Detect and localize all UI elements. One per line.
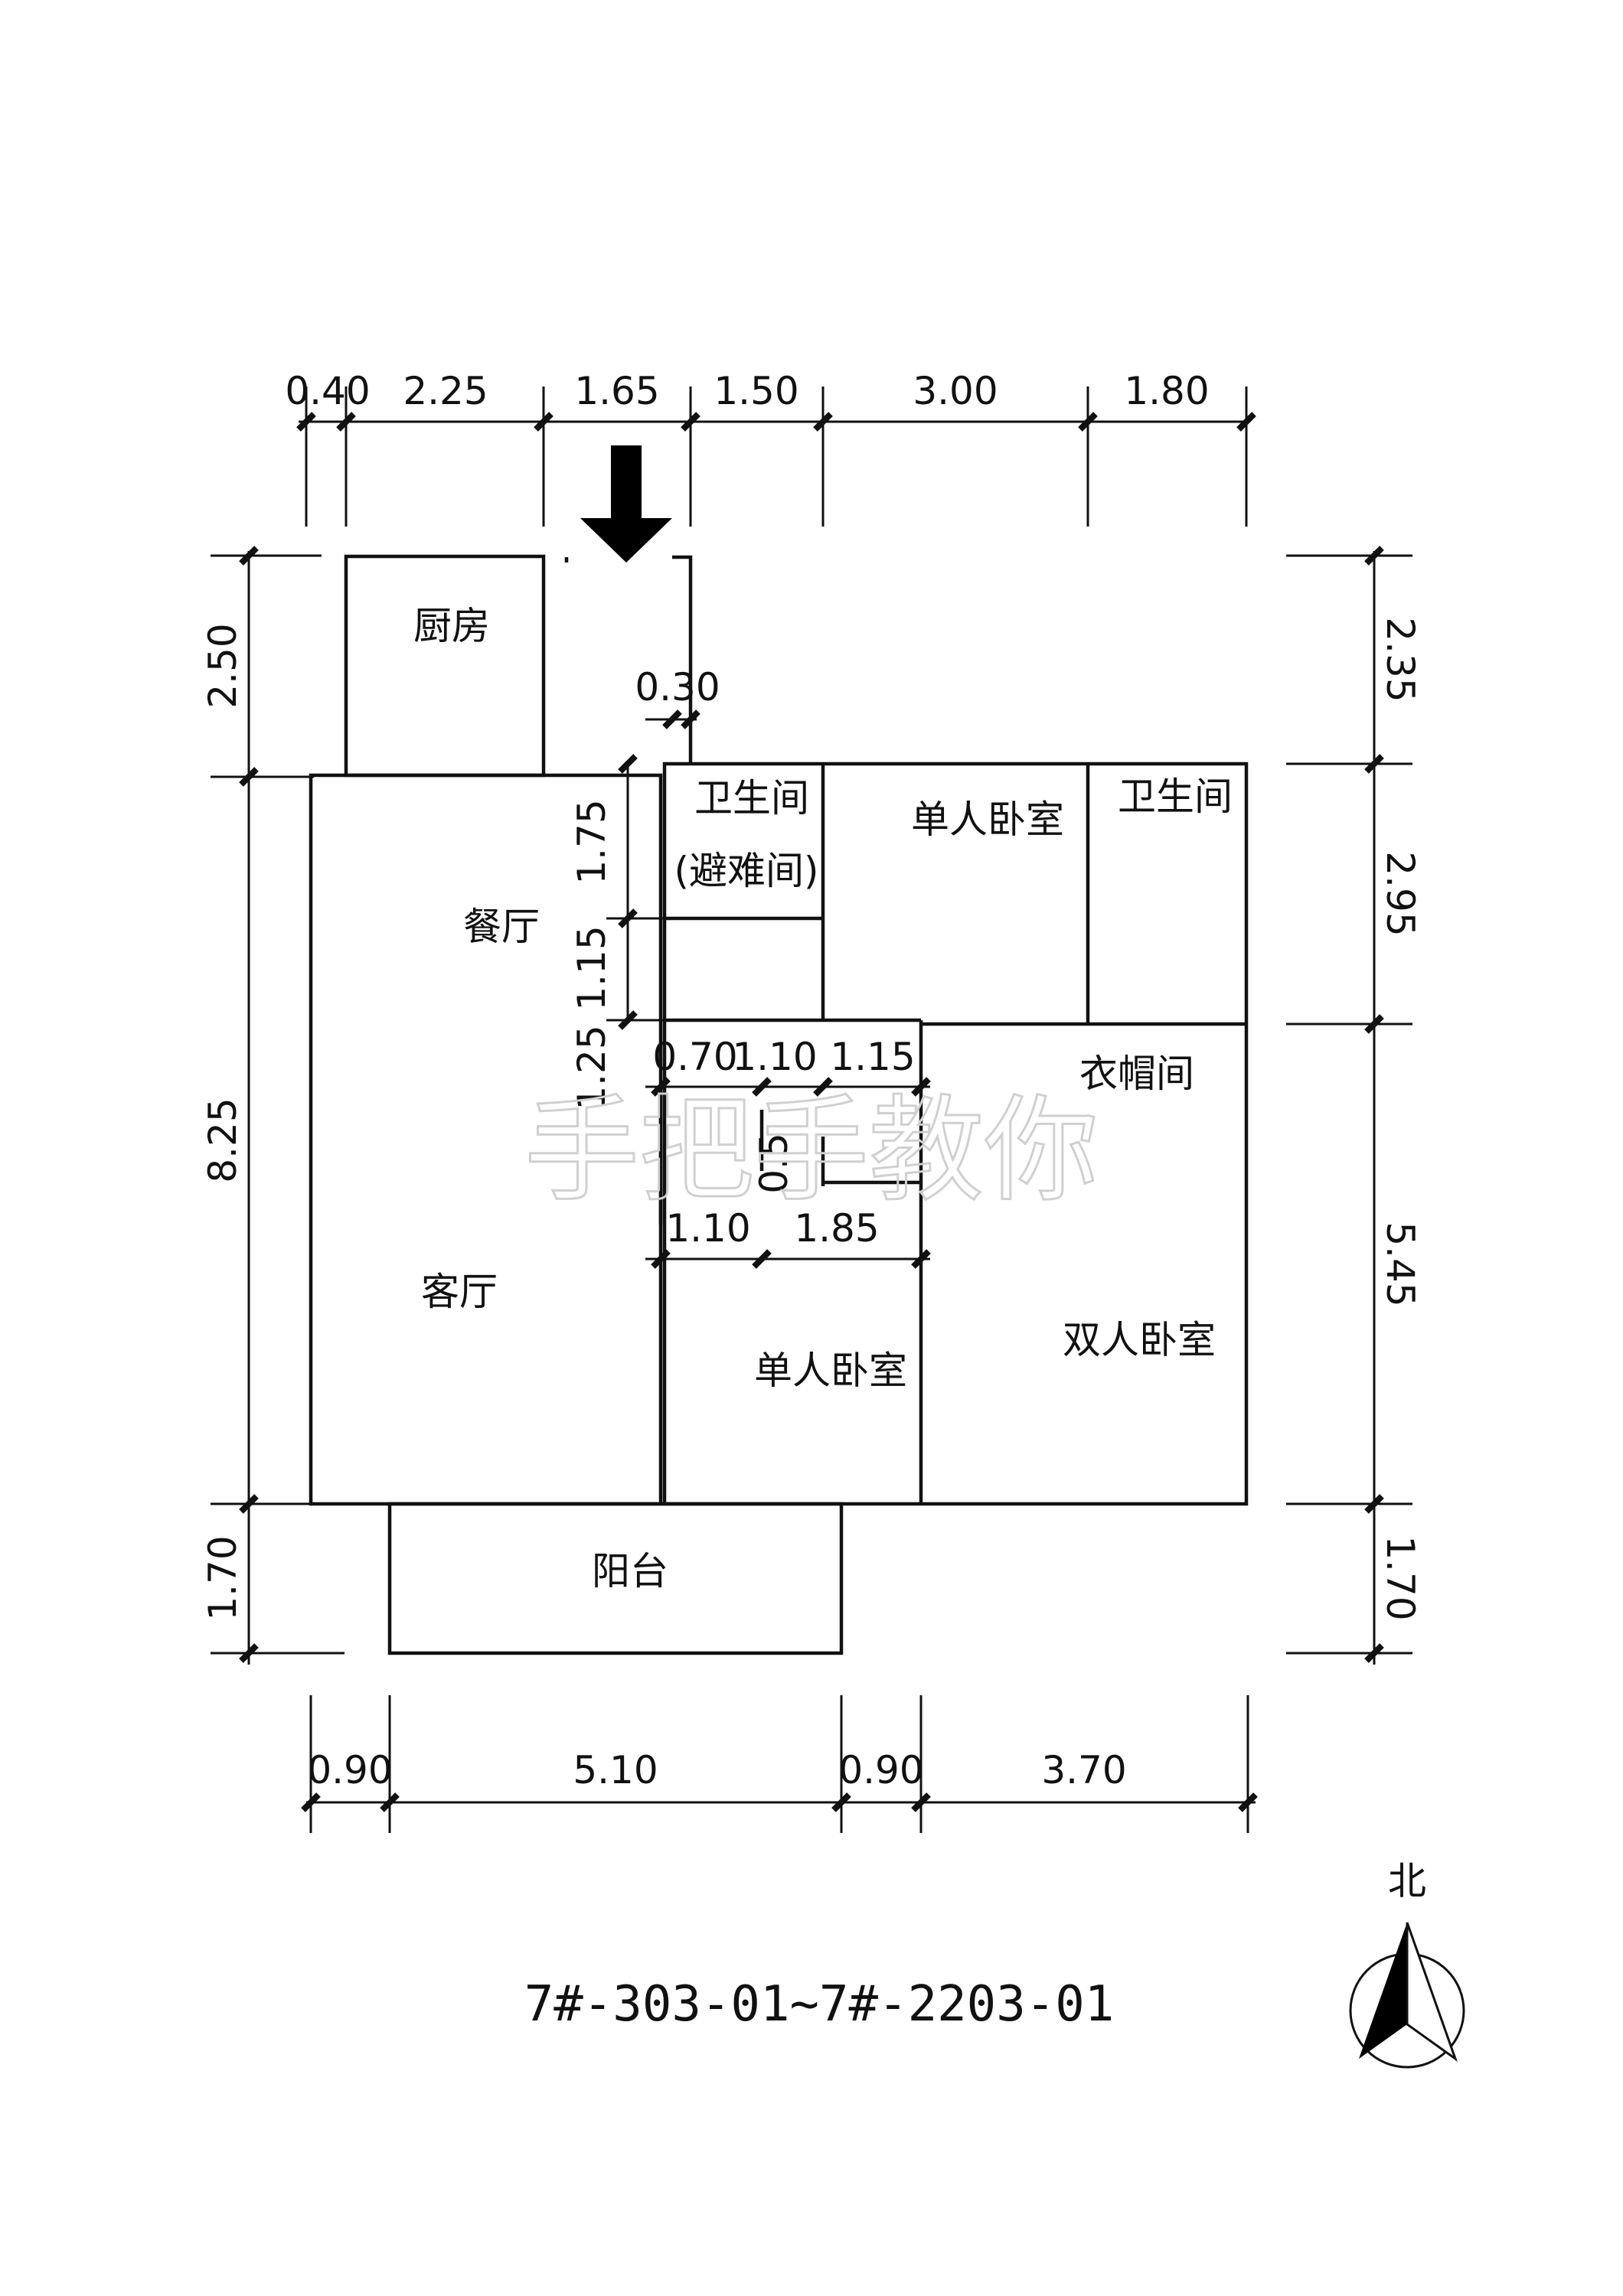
dimension-tick xyxy=(380,1792,400,1812)
plan-caption: 7#-303-01~7#-2203-01 xyxy=(524,1976,1115,2033)
dim-inner-115h: 1.15 xyxy=(830,1035,915,1079)
dimension-tick xyxy=(813,412,833,432)
dim-right-0: 2.35 xyxy=(1378,617,1422,702)
dimension-tick xyxy=(534,412,554,432)
room-living: 客厅 xyxy=(421,1270,498,1314)
dimension-tick xyxy=(1364,1494,1384,1514)
dimension-ticks xyxy=(239,412,1384,1812)
dim-entry-gap: 0.30 xyxy=(635,665,720,709)
room-single-bed-top: 单人卧室 xyxy=(911,797,1064,842)
north-label: 北 xyxy=(1388,1859,1426,1903)
dimension-tick xyxy=(239,1643,259,1663)
watermark: 手把手教你 xyxy=(524,1084,1099,1218)
dimension-tick xyxy=(1364,1014,1384,1034)
dimension-tick xyxy=(1236,412,1256,432)
dim-inner-115v: 1.15 xyxy=(570,925,614,1010)
dim-left-1: 8.25 xyxy=(201,1097,245,1182)
dimension-tick xyxy=(618,754,638,774)
dimension-tick xyxy=(681,412,700,432)
dimension-tick xyxy=(1238,1792,1258,1812)
room-bath1-note: (避难间) xyxy=(674,849,818,893)
dimension-lines xyxy=(211,386,1412,1833)
dim-inner-175: 1.75 xyxy=(570,799,614,884)
dimension-tick xyxy=(301,1792,321,1812)
dim-inner-110a: 1.10 xyxy=(732,1035,817,1079)
dimension-tick xyxy=(662,709,682,729)
room-bath1: 卫生间 xyxy=(694,776,809,820)
dim-bottom-0: 0.90 xyxy=(307,1748,392,1792)
room-kitchen: 厨房 xyxy=(413,604,490,648)
dimension-tick xyxy=(1078,412,1098,432)
dim-inner-110b: 1.10 xyxy=(665,1206,750,1251)
room-double-bed: 双人卧室 xyxy=(1063,1318,1216,1362)
north-arrow-icon xyxy=(1349,1922,1465,2069)
dimension-tick xyxy=(618,908,638,928)
dim-left-2: 1.70 xyxy=(201,1535,245,1620)
dimension-tick xyxy=(831,1792,851,1812)
dimension-tick xyxy=(752,1249,772,1269)
dim-bottom-2: 0.90 xyxy=(838,1748,923,1792)
dimension-tick xyxy=(239,767,259,787)
dimension-tick xyxy=(336,412,356,432)
dimension-tick xyxy=(1364,754,1384,774)
dim-right-2: 5.45 xyxy=(1378,1221,1422,1306)
dim-top-5: 1.80 xyxy=(1124,369,1209,413)
dim-inner-125: 1.25 xyxy=(570,1025,614,1110)
dimension-tick xyxy=(239,546,259,566)
dim-inner-185: 1.85 xyxy=(794,1206,879,1251)
entry-arrow-icon xyxy=(580,445,672,563)
dim-bottom-1: 5.10 xyxy=(573,1748,658,1792)
dim-top-2: 1.65 xyxy=(574,369,659,413)
dim-top-4: 3.00 xyxy=(913,369,998,413)
dimension-tick xyxy=(813,1077,833,1097)
dim-right-3: 1.70 xyxy=(1378,1535,1422,1620)
walls xyxy=(309,554,1249,1655)
dimension-tick xyxy=(239,1494,259,1514)
room-single-bed-bottom: 单人卧室 xyxy=(754,1349,907,1393)
room-balcony: 阳台 xyxy=(592,1549,668,1593)
dimension-tick xyxy=(1364,1643,1384,1663)
dimension-tick xyxy=(752,1077,772,1097)
dim-inner-small: 0.5 xyxy=(752,1133,796,1194)
dimension-tick xyxy=(911,1792,931,1812)
dim-right-1: 2.95 xyxy=(1378,851,1422,936)
dim-left-0: 2.50 xyxy=(201,623,245,708)
dim-top-3: 1.50 xyxy=(714,369,798,413)
dim-inner-070: 0.70 xyxy=(652,1035,737,1079)
dimension-tick xyxy=(1364,546,1384,566)
dim-top-1: 2.25 xyxy=(403,369,488,413)
dimension-tick xyxy=(618,1010,638,1030)
room-dining: 餐厅 xyxy=(463,905,540,949)
room-closet: 衣帽间 xyxy=(1079,1052,1194,1096)
dim-top-0: 0.40 xyxy=(285,369,370,413)
dim-bottom-3: 3.70 xyxy=(1041,1748,1126,1792)
room-bath2: 卫生间 xyxy=(1118,775,1233,819)
dimension-tick xyxy=(296,412,316,432)
